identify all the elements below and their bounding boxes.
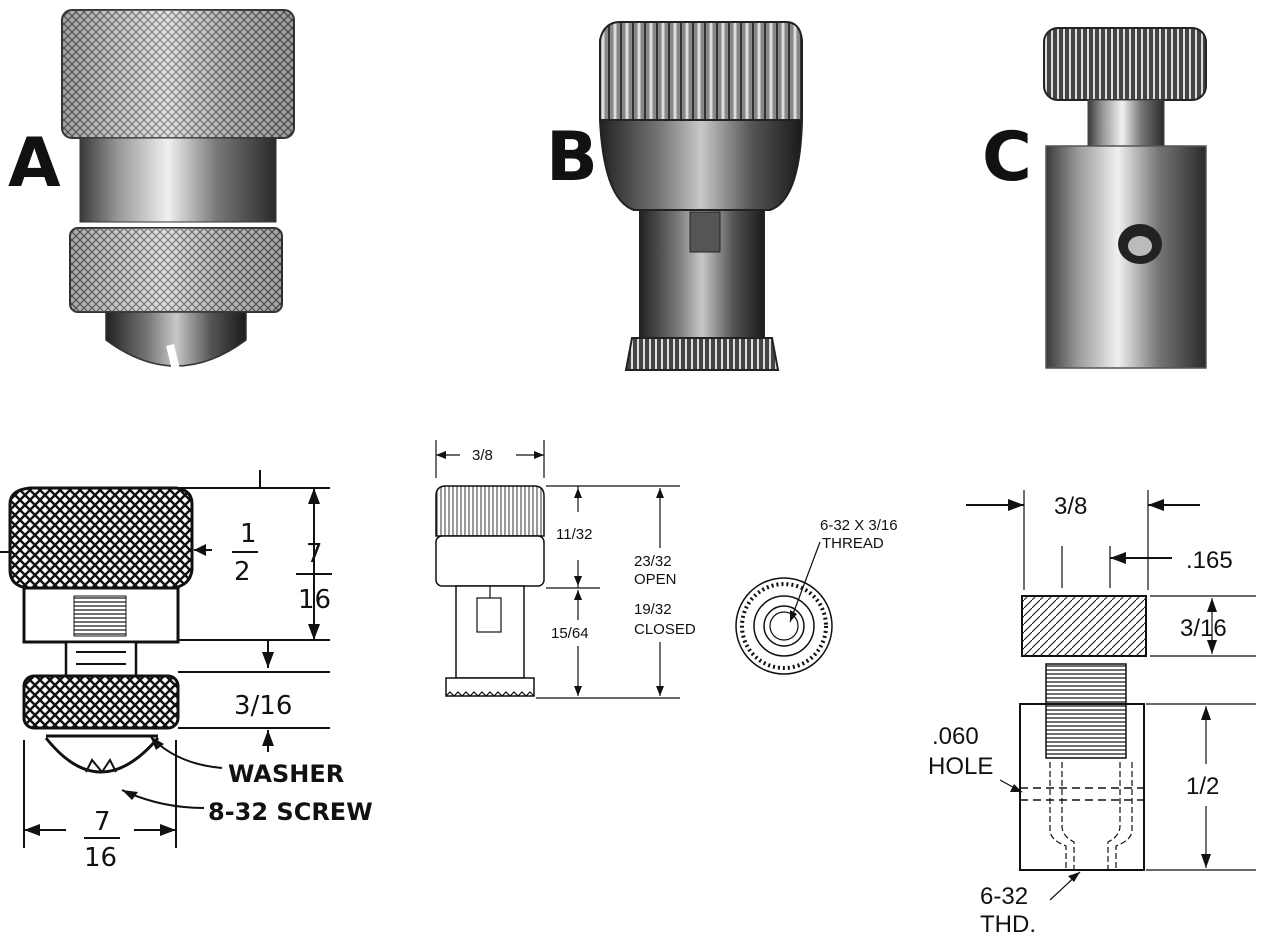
thread-spec-b-line2: THREAD <box>822 535 884 552</box>
part-label-b: B <box>546 118 598 197</box>
dim-a-head-width-den: 2 <box>234 557 251 587</box>
dim-c-offset: .165 <box>1186 547 1233 574</box>
dim-c-width: 3/8 <box>1054 493 1087 520</box>
dim-b-width: 3/8 <box>472 447 493 464</box>
drawing-part-b <box>435 440 833 699</box>
dim-b-total-open-label: OPEN <box>634 571 677 588</box>
thread-spec-b-line1: 6-32 X 3/16 <box>820 517 898 534</box>
dim-a-base-width-den: 16 <box>84 843 117 873</box>
dim-c-hole-line2: HOLE <box>928 753 993 780</box>
photo-part-a <box>61 9 295 379</box>
dim-c-hole-line1: .060 <box>932 723 979 750</box>
callout-a-screw: 8-32 SCREW <box>208 798 373 826</box>
photo-part-b <box>598 21 804 371</box>
dim-a-nut-height: 3/16 <box>234 691 292 721</box>
dim-b-cap-height: 11/32 <box>556 526 592 543</box>
part-label-c: C <box>982 118 1032 197</box>
dim-b-total-open-value: 23/32 <box>634 553 672 570</box>
thread-c-line1: 6-32 <box>980 883 1028 910</box>
dim-b-body-height: 15/64 <box>551 625 589 642</box>
photo-part-c <box>1043 27 1207 369</box>
dim-c-body-height: 1/2 <box>1186 773 1219 800</box>
drawing-part-a <box>0 470 332 848</box>
dim-a-base-width-num: 7 <box>94 807 111 837</box>
dim-c-cap-height: 3/16 <box>1180 615 1227 642</box>
drawing-part-c <box>966 490 1256 901</box>
part-label-a: A <box>8 124 61 203</box>
thread-c-line2: THD. <box>980 911 1036 938</box>
dim-b-total-closed-label: CLOSED <box>634 621 696 638</box>
dim-a-height-den: 16 <box>298 585 331 615</box>
callout-a-washer: WASHER <box>228 760 344 788</box>
dim-a-height-num: 7 <box>306 539 323 569</box>
dim-b-total-closed-value: 19/32 <box>634 601 672 618</box>
dim-a-head-width-num: 1 <box>240 519 257 549</box>
